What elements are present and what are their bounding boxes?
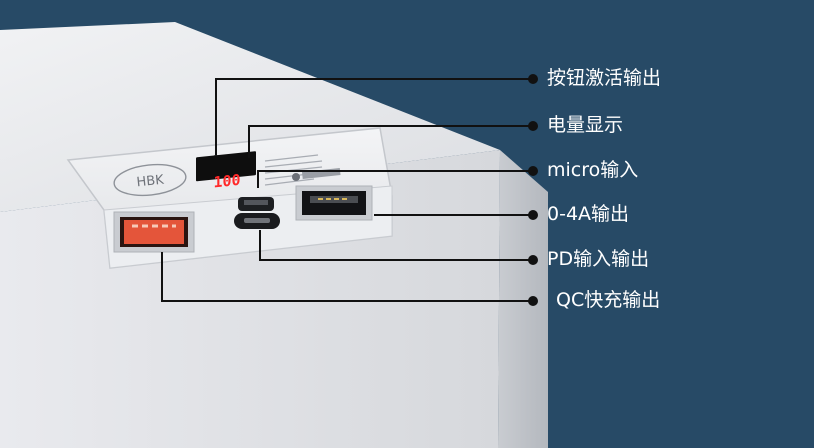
callout-label-usb-a: 0-4A输出 (547, 203, 630, 225)
battery-display-digits: 100 (213, 171, 240, 192)
callout-line-qc (161, 252, 533, 302)
callout-label-qc: QC快充输出 (556, 289, 661, 311)
callout-line-display (248, 125, 533, 158)
micro-usb-port-icon (238, 197, 274, 211)
type-c-port-icon (234, 213, 280, 229)
callout-line-pd (259, 230, 533, 261)
callout-label-pd: PD输入输出 (547, 248, 650, 270)
callout-lines (161, 78, 533, 302)
device-side-face (498, 150, 548, 448)
callout-line-micro (257, 170, 533, 188)
callout-line-button (215, 78, 533, 155)
qc-usb-port-icon (113, 211, 195, 253)
usb-a-port-icon (295, 185, 373, 221)
battery-display: 100 (196, 151, 256, 192)
callout-dots (528, 74, 538, 306)
callout-label-micro: micro输入 (547, 159, 639, 181)
callout-label-display: 电量显示 (547, 114, 624, 136)
brand-logo: HBK (113, 163, 187, 197)
callout-label-button: 按钮激活输出 (547, 67, 662, 89)
brand-logo-text: HBK (136, 173, 165, 191)
